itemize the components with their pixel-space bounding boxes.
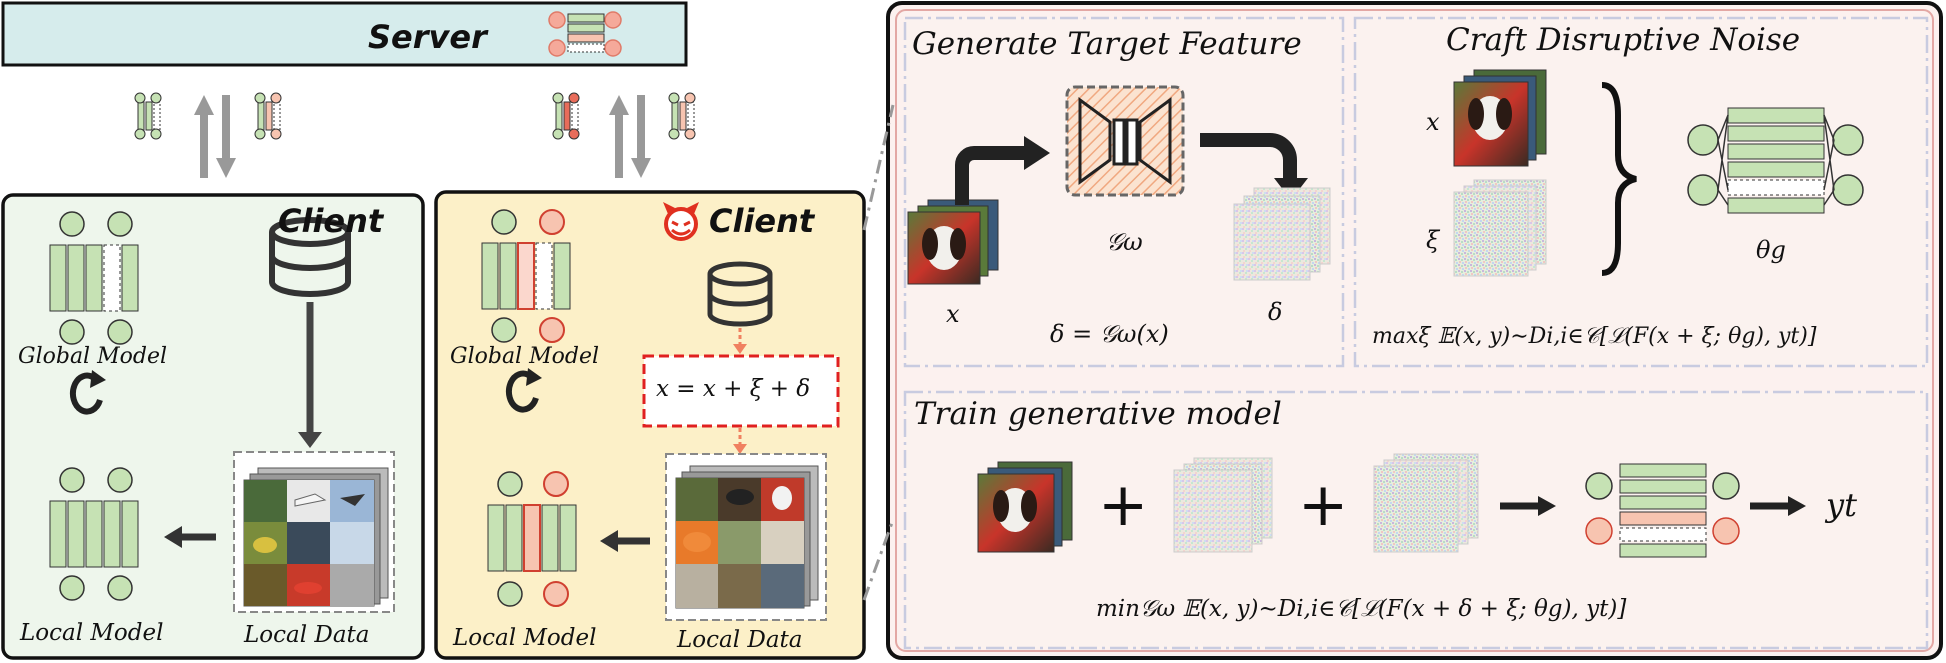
craft-noise-subpanel — [1353, 16, 1929, 368]
malicious-client-title: Client — [709, 202, 815, 240]
benign-global-model-label: Global Model — [18, 344, 167, 369]
train-equation: min𝒢ω 𝔼(x, y)∼Di,i∈𝒞[ℒ(F(x + δ + ξ; θg),… — [1096, 596, 1627, 622]
train-plus-1: + — [1098, 470, 1149, 540]
devil-icon — [663, 202, 699, 241]
target-label-yt: yt — [1826, 486, 1857, 524]
benign-sync-icon — [69, 370, 106, 415]
benign-exchange-arrows — [132, 92, 282, 178]
craft-input-image-stack — [1453, 69, 1547, 167]
generate-feature-title: Generate Target Feature — [912, 26, 1302, 62]
train-delta-stack — [1173, 457, 1273, 553]
gen-delta-label: δ — [1268, 298, 1283, 326]
generate-equation: δ = 𝒢ω(x) — [1050, 320, 1169, 348]
curly-brace — [1601, 82, 1637, 276]
malicious-database-icon — [707, 261, 773, 327]
craft-equation: maxξ 𝔼(x, y)∼Di,i∈𝒞[ℒ(F(x + ξ; θg), yt)] — [1372, 324, 1817, 349]
train-input-image-stack — [977, 461, 1073, 553]
malicious-global-model-label: Global Model — [450, 344, 599, 369]
train-xi-stack — [1373, 453, 1479, 553]
train-model-icon — [1585, 463, 1740, 558]
generator-label: 𝒢ω — [1106, 228, 1143, 256]
poison-equation: x = x + ξ + δ — [656, 376, 811, 402]
craft-noise-xi-stack — [1453, 179, 1547, 277]
benign-local-data-images — [243, 467, 389, 607]
train-generative-title: Train generative model — [914, 396, 1282, 432]
malicious-sync-icon — [505, 368, 542, 413]
benign-global-model-icon — [49, 211, 139, 345]
benign-local-data-label: Local Data — [244, 622, 370, 648]
train-plus-2: + — [1298, 470, 1349, 540]
craft-xi-label: ξ — [1426, 226, 1440, 254]
malicious-local-model-icon — [487, 471, 577, 607]
malicious-local-model-label: Local Model — [453, 625, 597, 651]
theta-g-model-icon — [1687, 107, 1864, 214]
benign-local-model-icon — [49, 467, 139, 601]
malicious-exchange-arrows — [552, 92, 696, 178]
malicious-local-data-images — [675, 465, 819, 609]
malicious-global-model-icon — [481, 209, 571, 343]
theta-g-label: θg — [1756, 236, 1786, 264]
generator-icon — [1065, 85, 1185, 197]
benign-database-icon — [269, 217, 351, 297]
input-image-stack-gen — [907, 199, 999, 285]
poison-equation-box — [642, 354, 840, 428]
benign-local-model-label: Local Model — [20, 620, 164, 646]
craft-x-label: x — [1426, 108, 1440, 136]
malicious-local-data-label: Local Data — [677, 627, 803, 653]
server-title: Server — [368, 18, 487, 56]
benign-client-title: Client — [278, 202, 384, 240]
target-feature-delta-stack — [1233, 187, 1331, 281]
craft-noise-title: Craft Disruptive Noise — [1446, 22, 1801, 58]
server-model-icon — [548, 11, 622, 57]
zoom-connector — [862, 104, 895, 231]
gen-x-label: x — [946, 300, 960, 328]
